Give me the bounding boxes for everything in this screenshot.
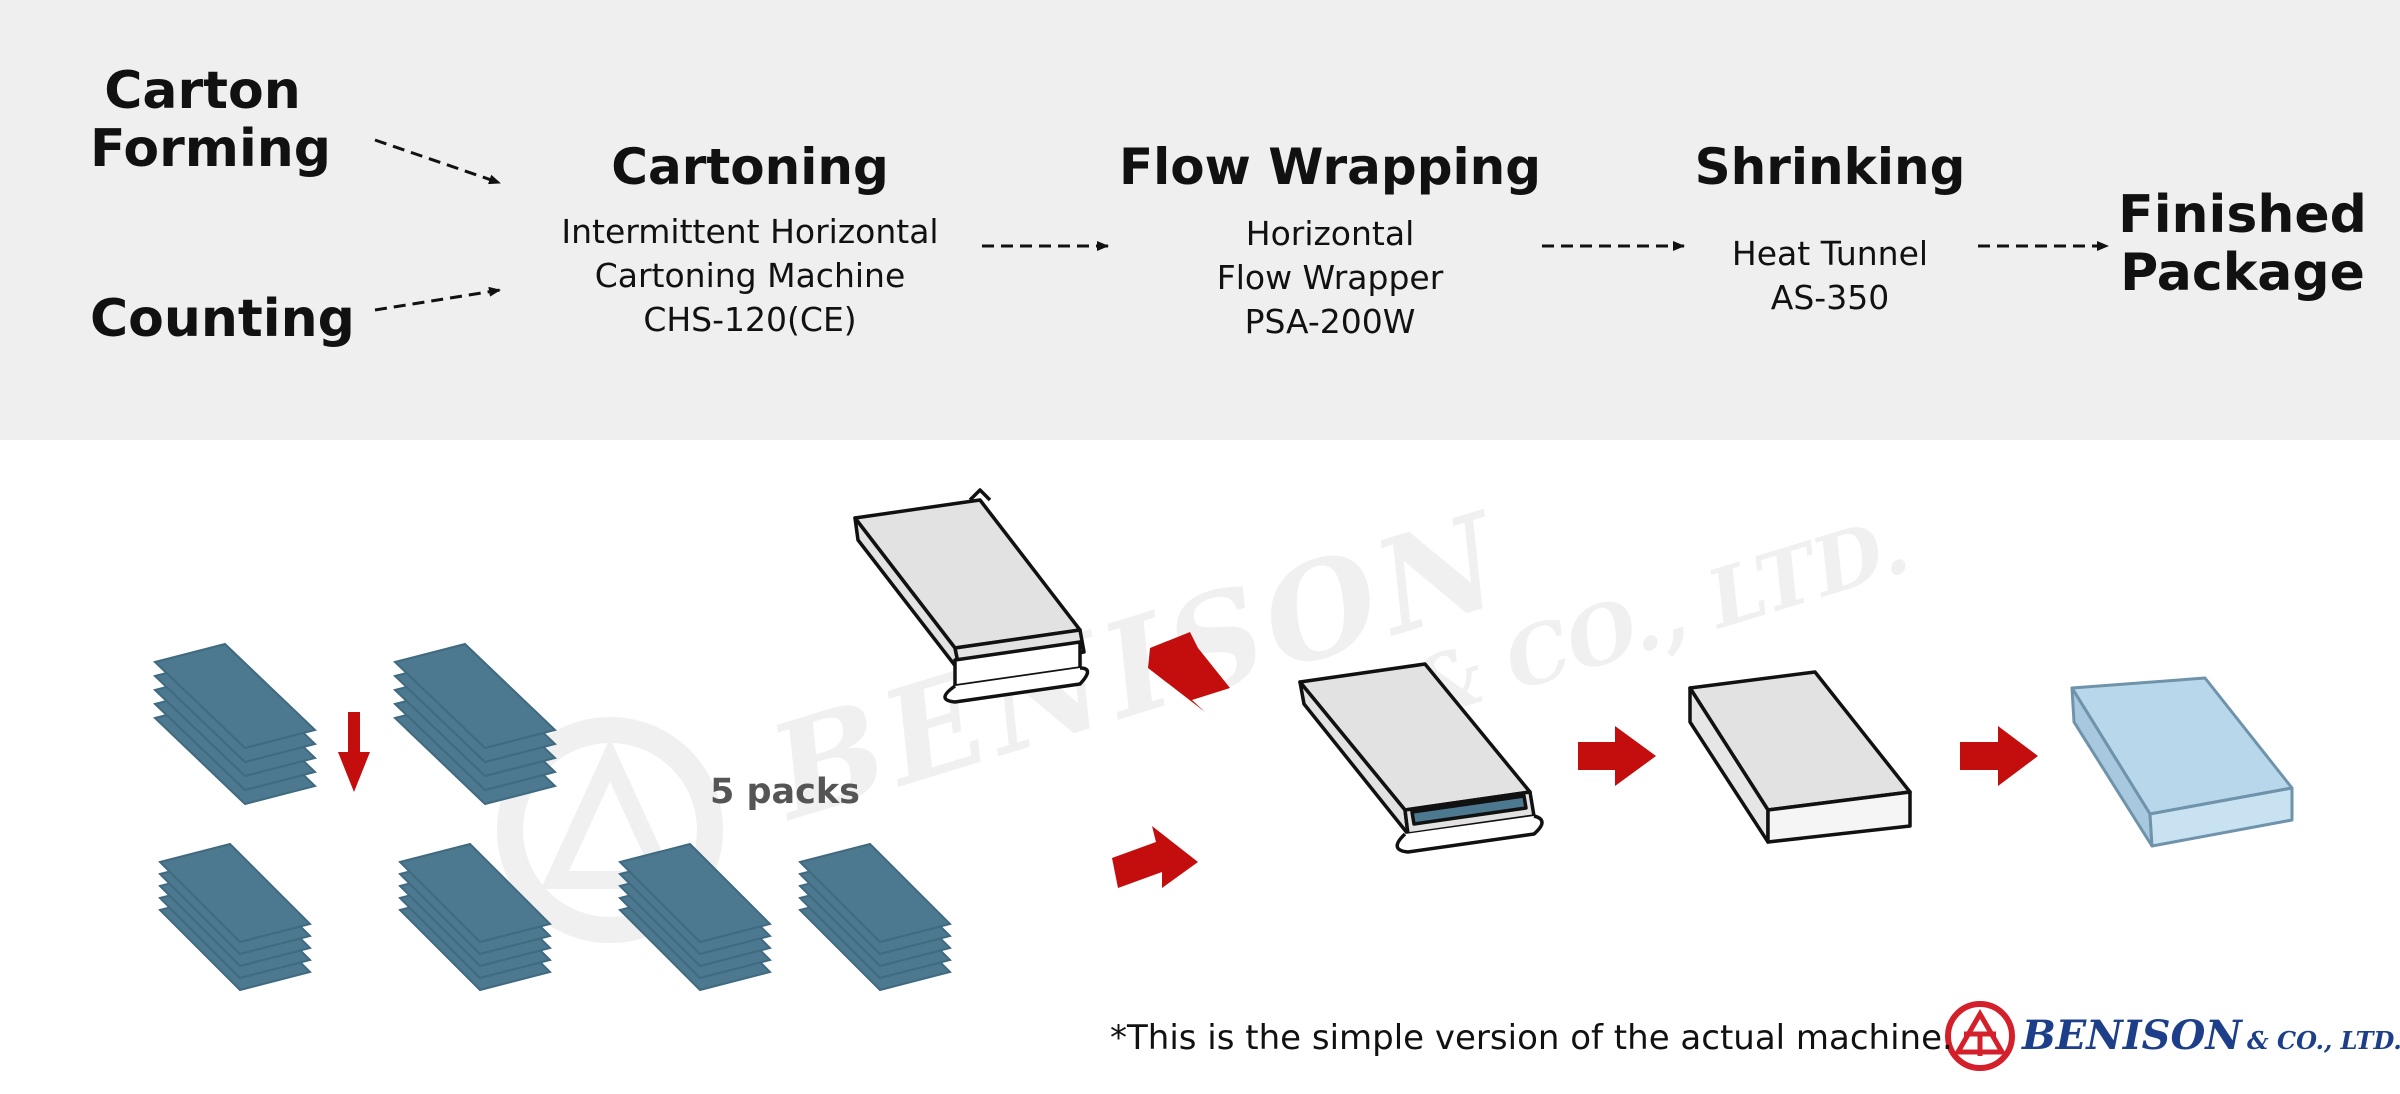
benison-logo-text: BENISON & CO., LTD.: [2022, 1012, 2400, 1059]
finished-package-illustration: [2070, 676, 2294, 848]
heat-tunnel-model: AS-350: [1770, 278, 1890, 317]
logo-company-name: BENISON: [2022, 1012, 2242, 1059]
finished-package-label: Finished Package: [2118, 185, 2367, 303]
open-carton-illustration: [853, 488, 1090, 704]
cartoning-machine-line-2: Cartoning Machine: [594, 256, 906, 295]
heat-tunnel-line: Heat Tunnel: [1731, 234, 1929, 273]
red-feed-arrow-lower: [1112, 826, 1198, 888]
red-arrow-to-finished-package: [1960, 726, 2038, 786]
pack-stack-a-top: [153, 642, 317, 806]
carton-forming-label: Carton Forming: [90, 61, 332, 179]
counting-label: Counting: [90, 289, 355, 349]
flow-wrapper-line-1: Horizontal: [1245, 214, 1415, 253]
pack-stack-b-bottom: [398, 842, 552, 992]
cartoning-title: Cartoning: [611, 138, 889, 196]
simplified-version-footnote: *This is the simple version of the actua…: [1110, 1018, 1953, 1058]
flow-arrow-carton-forming: [374, 138, 501, 185]
process-flow-band: [0, 0, 2400, 440]
pack-stack-a-bottom: [158, 842, 312, 992]
filled-carton-illustration: [1298, 662, 1544, 854]
shrinking-title: Shrinking: [1694, 138, 1966, 196]
benison-logo-emblem: [1945, 1001, 2015, 1071]
red-feed-arrow-upper: [1148, 632, 1230, 712]
cartoning-machine-model: CHS-120(CE): [643, 300, 857, 339]
wrapped-box-illustration: [1688, 670, 1912, 844]
five-packs-label: 5 packs: [709, 772, 861, 812]
red-arrow-to-wrapped-box: [1578, 726, 1656, 786]
pack-stack-c-bottom: [618, 842, 772, 992]
flow-wrapping-title: Flow Wrapping: [1118, 138, 1542, 196]
red-down-arrow: [338, 712, 370, 792]
pack-stack-b-top: [393, 642, 557, 806]
pack-stack-d-bottom: [798, 842, 952, 992]
flow-wrapper-model: PSA-200W: [1244, 302, 1416, 341]
cartoning-machine-line-1: Intermittent Horizontal: [561, 212, 939, 251]
logo-company-suffix: & CO., LTD.: [2246, 1026, 2400, 1055]
flow-arrow-counting: [374, 286, 501, 312]
flow-wrapper-line-2: Flow Wrapper: [1216, 258, 1444, 297]
